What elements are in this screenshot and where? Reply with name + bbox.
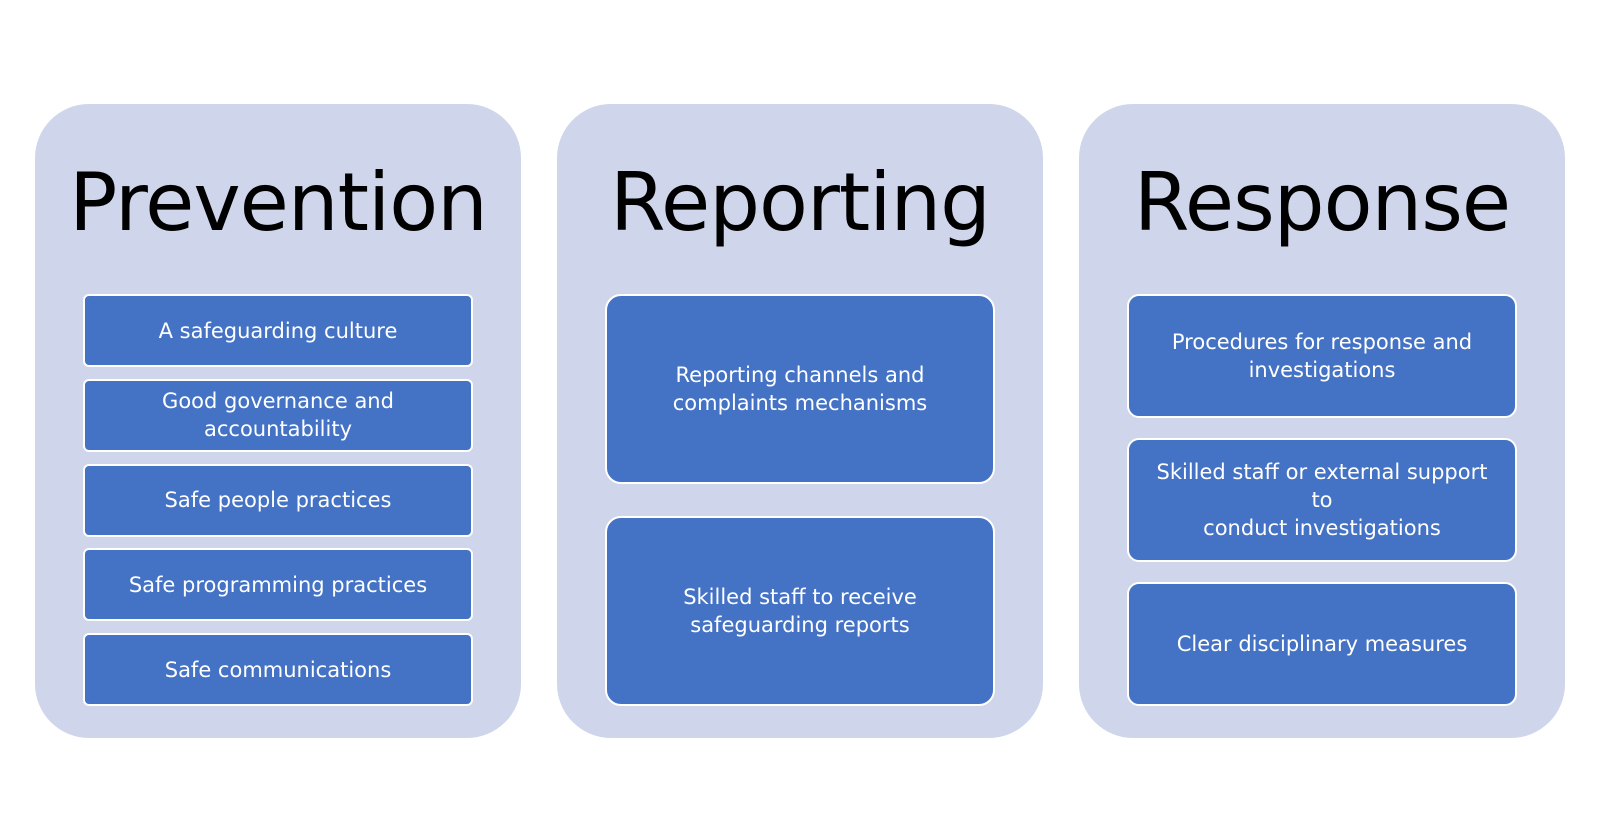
prevention-item-safeguarding-culture: A safeguarding culture <box>83 294 473 367</box>
item-label: Skilled staff to receive safeguarding re… <box>683 585 917 637</box>
prevention-item-governance: Good governance and accountability <box>83 378 473 452</box>
panel-prevention: Prevention A safeguarding culture Good g… <box>35 104 521 738</box>
panel-title-prevention: Prevention <box>69 156 488 249</box>
prevention-items: A safeguarding culture Good governance a… <box>83 294 473 706</box>
item-label: Skilled staff or external support to con… <box>1156 460 1488 540</box>
reporting-item-skilled-staff: Skilled staff to receive safeguarding re… <box>605 516 995 706</box>
reporting-items: Reporting channels and complaints mechan… <box>605 294 995 706</box>
item-label: Safe people practices <box>164 488 392 512</box>
item-label: Procedures for response and investigatio… <box>1171 330 1473 382</box>
prevention-item-safe-programming: Safe programming practices <box>83 548 473 622</box>
response-item-skilled-staff: Skilled staff or external support to con… <box>1127 438 1517 562</box>
item-label: Reporting channels and complaints mechan… <box>672 363 928 415</box>
prevention-item-safe-communications: Safe communications <box>83 633 473 706</box>
panel-response: Response Procedures for response and inv… <box>1079 104 1565 738</box>
reporting-item-channels: Reporting channels and complaints mechan… <box>605 294 995 484</box>
panel-reporting: Reporting Reporting channels and complai… <box>557 104 1043 738</box>
item-label: Safe communications <box>164 657 392 682</box>
panel-title-response: Response <box>1133 156 1511 249</box>
item-label: Good governance and accountability <box>162 389 394 442</box>
panel-title-reporting: Reporting <box>610 156 991 249</box>
response-items: Procedures for response and investigatio… <box>1127 294 1517 706</box>
response-item-procedures: Procedures for response and investigatio… <box>1127 294 1517 418</box>
item-label: Safe programming practices <box>128 572 428 597</box>
response-item-disciplinary: Clear disciplinary measures <box>1127 582 1517 706</box>
item-label: A safeguarding culture <box>158 318 398 343</box>
item-label: Clear disciplinary measures <box>1176 632 1468 656</box>
prevention-item-safe-people: Safe people practices <box>83 463 473 537</box>
